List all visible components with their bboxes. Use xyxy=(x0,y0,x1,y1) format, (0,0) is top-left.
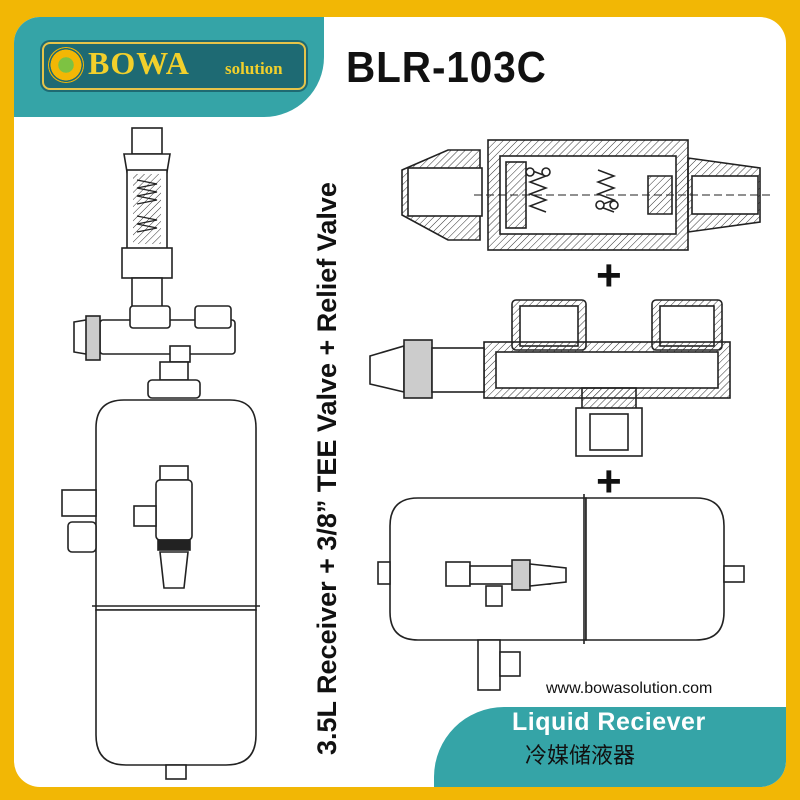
website-url: www.bowasolution.com xyxy=(546,680,713,697)
plus-sign-2: + xyxy=(596,457,622,506)
vertical-product-title: 3.5L Receiver + 3/8” TEE Valve + Relief … xyxy=(312,182,342,755)
caption-english: Liquid Reciever xyxy=(512,708,706,736)
caption-chinese: 冷媒储液器 xyxy=(525,744,636,769)
plus-sign-1: + xyxy=(596,251,622,300)
assembled-receiver-drawing xyxy=(61,127,260,780)
model-number: BLR-103C xyxy=(346,43,547,92)
bowa-logo: BOWA solution xyxy=(42,42,306,90)
receiver-tank-drawing xyxy=(377,494,745,691)
logo-emblem-icon xyxy=(48,47,84,83)
logo-suffix-text: solution xyxy=(225,59,283,78)
footer-teal-band xyxy=(434,707,786,787)
relief-valve-drawing xyxy=(401,139,770,251)
logo-brand-text: BOWA xyxy=(88,45,190,81)
tee-valve-drawing xyxy=(369,299,731,457)
